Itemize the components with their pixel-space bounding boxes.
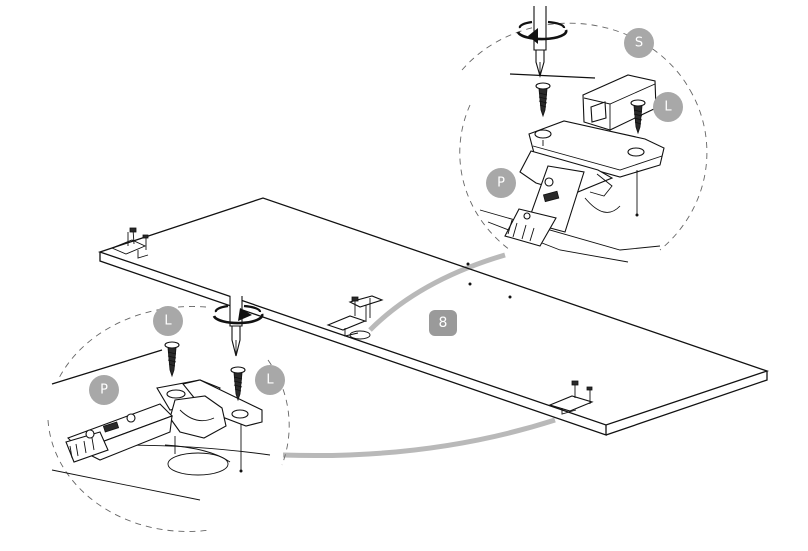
badge-top-s: S bbox=[624, 28, 654, 58]
hinge-icon-left bbox=[65, 379, 263, 476]
step-number: 8 bbox=[439, 315, 448, 331]
screw-icon-left-2 bbox=[230, 366, 246, 402]
label-l: L bbox=[266, 373, 274, 388]
badge-top-l: L bbox=[653, 92, 683, 122]
screw-icon-top-left bbox=[535, 82, 551, 118]
hole-mark bbox=[508, 295, 512, 299]
label-p: P bbox=[100, 383, 108, 398]
rotation-arrow-icon-top bbox=[516, 20, 568, 44]
screwdriver-icon-left bbox=[229, 296, 243, 357]
hinge-mark-left bbox=[110, 227, 149, 259]
rotation-arrow-icon-left bbox=[212, 304, 264, 325]
label-l: L bbox=[664, 100, 672, 115]
cabinet-panel bbox=[97, 197, 770, 436]
hole-mark bbox=[468, 282, 472, 286]
hole-mark bbox=[466, 262, 470, 266]
badge-left-l1: L bbox=[153, 306, 183, 336]
label-s: S bbox=[635, 36, 643, 51]
label-l: L bbox=[164, 314, 172, 329]
connector-arc-top bbox=[368, 252, 506, 332]
badge-top-p: P bbox=[486, 168, 516, 198]
screw-icon-top-right bbox=[630, 99, 646, 135]
hinge-mark-right bbox=[548, 380, 594, 415]
label-p: P bbox=[497, 176, 505, 191]
hinge-mark-middle bbox=[326, 295, 384, 340]
screw-icon-left-1 bbox=[164, 341, 180, 378]
connector-arc-bottom bbox=[282, 417, 556, 459]
step-number-badge: 8 bbox=[429, 310, 457, 336]
badge-left-l2: L bbox=[255, 365, 285, 395]
badge-left-p: P bbox=[89, 375, 119, 405]
